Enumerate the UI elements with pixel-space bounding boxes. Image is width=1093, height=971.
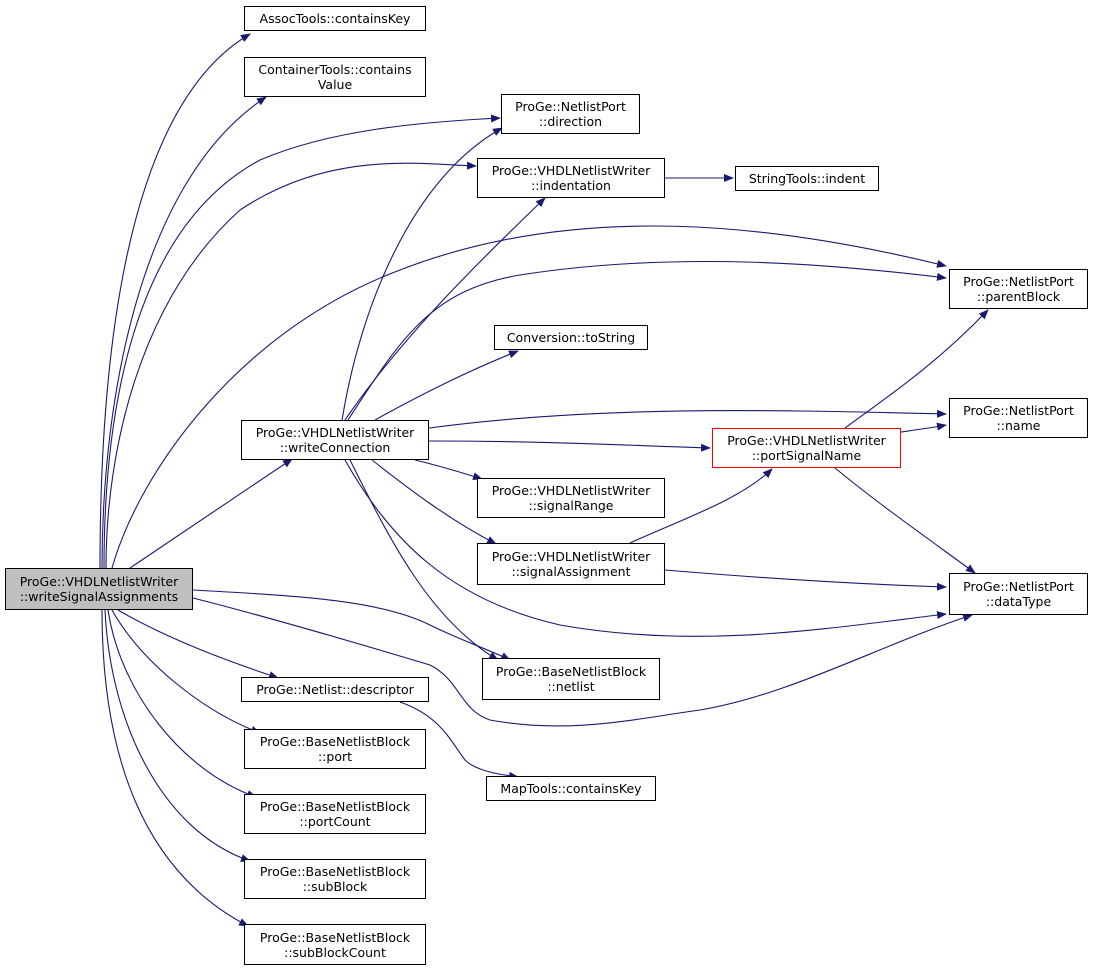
- edge-root-parentBlock: [111, 225, 947, 569]
- node-label: ::port: [317, 749, 353, 764]
- node-label: MapTools::containsKey: [500, 781, 642, 796]
- node-label: ProGe::Netlist::descriptor: [256, 682, 414, 697]
- node-label: ProGe::NetlistPort: [963, 579, 1074, 594]
- node-label: ::writeConnection: [279, 440, 391, 455]
- edge-writeConnection-direction: [341, 127, 503, 421]
- node-label: ::direction: [538, 114, 603, 129]
- edge-writeConnection-signalAssignment: [371, 459, 497, 545]
- node-label: ProGe::VHDLNetlistWriter: [19, 574, 179, 589]
- node-toString[interactable]: Conversion::toString: [494, 325, 648, 350]
- node-label: ::dataType: [985, 594, 1052, 609]
- edge-portSignalName-name: [900, 422, 947, 433]
- node-subBlock[interactable]: ProGe::BaseNetlistBlock::subBlock: [244, 859, 426, 899]
- node-label: ProGe::VHDLNetlistWriter: [491, 549, 651, 564]
- node-label: ::signalAssignment: [511, 564, 631, 579]
- node-label: ::parentBlock: [976, 289, 1061, 304]
- node-label: ProGe::VHDLNetlistWriter: [727, 433, 886, 448]
- node-label: ::writeSignalAssignments: [19, 589, 179, 604]
- node-portCount[interactable]: ProGe::BaseNetlistBlock::portCount: [244, 794, 426, 834]
- node-label: ProGe::BaseNetlistBlock: [259, 734, 411, 749]
- node-label: ::subBlock: [302, 879, 368, 894]
- node-label: ProGe::BaseNetlistBlock: [259, 864, 411, 879]
- node-label: ::subBlockCount: [284, 944, 386, 960]
- node-label: ProGe::BaseNetlistBlock: [495, 664, 647, 679]
- node-signalRange[interactable]: ProGe::VHDLNetlistWriter::signalRange: [477, 478, 665, 518]
- node-name[interactable]: ProGe::NetlistPort::name: [949, 398, 1088, 438]
- node-label: ContainerTools::contains: [258, 62, 412, 77]
- edge-writeConnection-parentBlock: [347, 260, 947, 421]
- edge-writeConnection-netlist: [349, 459, 499, 661]
- node-label: ::signalRange: [528, 498, 614, 513]
- node-indentation[interactable]: ProGe::VHDLNetlistWriter::indentation: [477, 158, 665, 198]
- node-label: ProGe::BaseNetlistBlock: [259, 929, 411, 945]
- node-label: ProGe::VHDLNetlistWriter: [255, 425, 415, 440]
- edge-writeConnection-portSignalName: [428, 440, 711, 452]
- node-mapContains[interactable]: MapTools::containsKey: [486, 776, 656, 801]
- node-subBlockCount[interactable]: ProGe::BaseNetlistBlock::subBlockCount: [244, 924, 426, 965]
- edge-root-indentation: [105, 161, 477, 569]
- node-label: ::portSignalName: [751, 448, 862, 463]
- node-netlist[interactable]: ProGe::BaseNetlistBlock::netlist: [482, 658, 660, 700]
- node-port[interactable]: ProGe::BaseNetlistBlock::port: [244, 729, 426, 769]
- edge-root-port: [111, 609, 261, 734]
- node-label: AssocTools::containsKey: [259, 11, 411, 26]
- node-direction[interactable]: ProGe::NetlistPort::direction: [501, 94, 640, 134]
- node-portSignalName[interactable]: ProGe::VHDLNetlistWriter::portSignalName: [712, 428, 901, 468]
- edge-writeConnection-signalRange: [414, 459, 483, 481]
- node-label: ::name: [996, 418, 1041, 433]
- edge-root-writeConnection: [129, 458, 293, 569]
- edge-writeConnection-dataType: [344, 459, 947, 637]
- node-assoc[interactable]: AssocTools::containsKey: [244, 6, 426, 31]
- node-label: ProGe::NetlistPort: [515, 99, 626, 114]
- node-root[interactable]: ProGe::VHDLNetlistWriter::writeSignalAss…: [5, 568, 193, 610]
- edge-signalAssignment-dataType: [664, 569, 947, 591]
- edge-portSignalName-parentBlock: [844, 309, 989, 429]
- node-indent[interactable]: StringTools::indent: [735, 166, 879, 191]
- node-dataType[interactable]: ProGe::NetlistPort::dataType: [949, 573, 1088, 615]
- node-label: StringTools::indent: [748, 171, 866, 186]
- node-label: Conversion::toString: [506, 330, 636, 345]
- node-label: ProGe::VHDLNetlistWriter: [491, 163, 651, 178]
- node-label: ::netlist: [547, 679, 595, 694]
- edge-signalAssignment-portSignalName: [629, 468, 773, 544]
- edge-portSignalName-dataType: [834, 467, 976, 574]
- edge-root-dataType: [192, 597, 973, 727]
- edge-root-container: [101, 96, 267, 569]
- edge-root-portCount: [107, 609, 257, 798]
- edge-root-subBlockCount: [101, 609, 249, 927]
- edge-root-assoc: [99, 33, 251, 569]
- edge-writeConnection-name: [428, 409, 947, 429]
- edge-writeConnection-toString: [374, 350, 519, 421]
- edge-writeConnection-indentation: [344, 197, 546, 421]
- node-descriptor[interactable]: ProGe::Netlist::descriptor: [241, 677, 429, 702]
- node-signalAssignment[interactable]: ProGe::VHDLNetlistWriter::signalAssignme…: [477, 543, 665, 585]
- node-label: ProGe::VHDLNetlistWriter: [491, 483, 651, 498]
- edge-root-subBlock: [104, 609, 251, 862]
- edge-descriptor-mapContains: [399, 701, 519, 780]
- node-writeConnection[interactable]: ProGe::VHDLNetlistWriter::writeConnectio…: [241, 420, 429, 460]
- node-label: Value: [317, 77, 353, 92]
- node-label: ProGe::BaseNetlistBlock: [259, 799, 411, 814]
- edge-root-direction: [103, 114, 501, 569]
- node-label: ::indentation: [531, 178, 611, 193]
- node-parentBlock[interactable]: ProGe::NetlistPort::parentBlock: [949, 269, 1088, 309]
- edge-root-descriptor: [117, 609, 279, 679]
- node-label: ProGe::NetlistPort: [963, 274, 1074, 289]
- node-label: ProGe::NetlistPort: [963, 403, 1074, 418]
- node-label: ::portCount: [299, 814, 371, 829]
- edge-root-netlist: [192, 589, 511, 661]
